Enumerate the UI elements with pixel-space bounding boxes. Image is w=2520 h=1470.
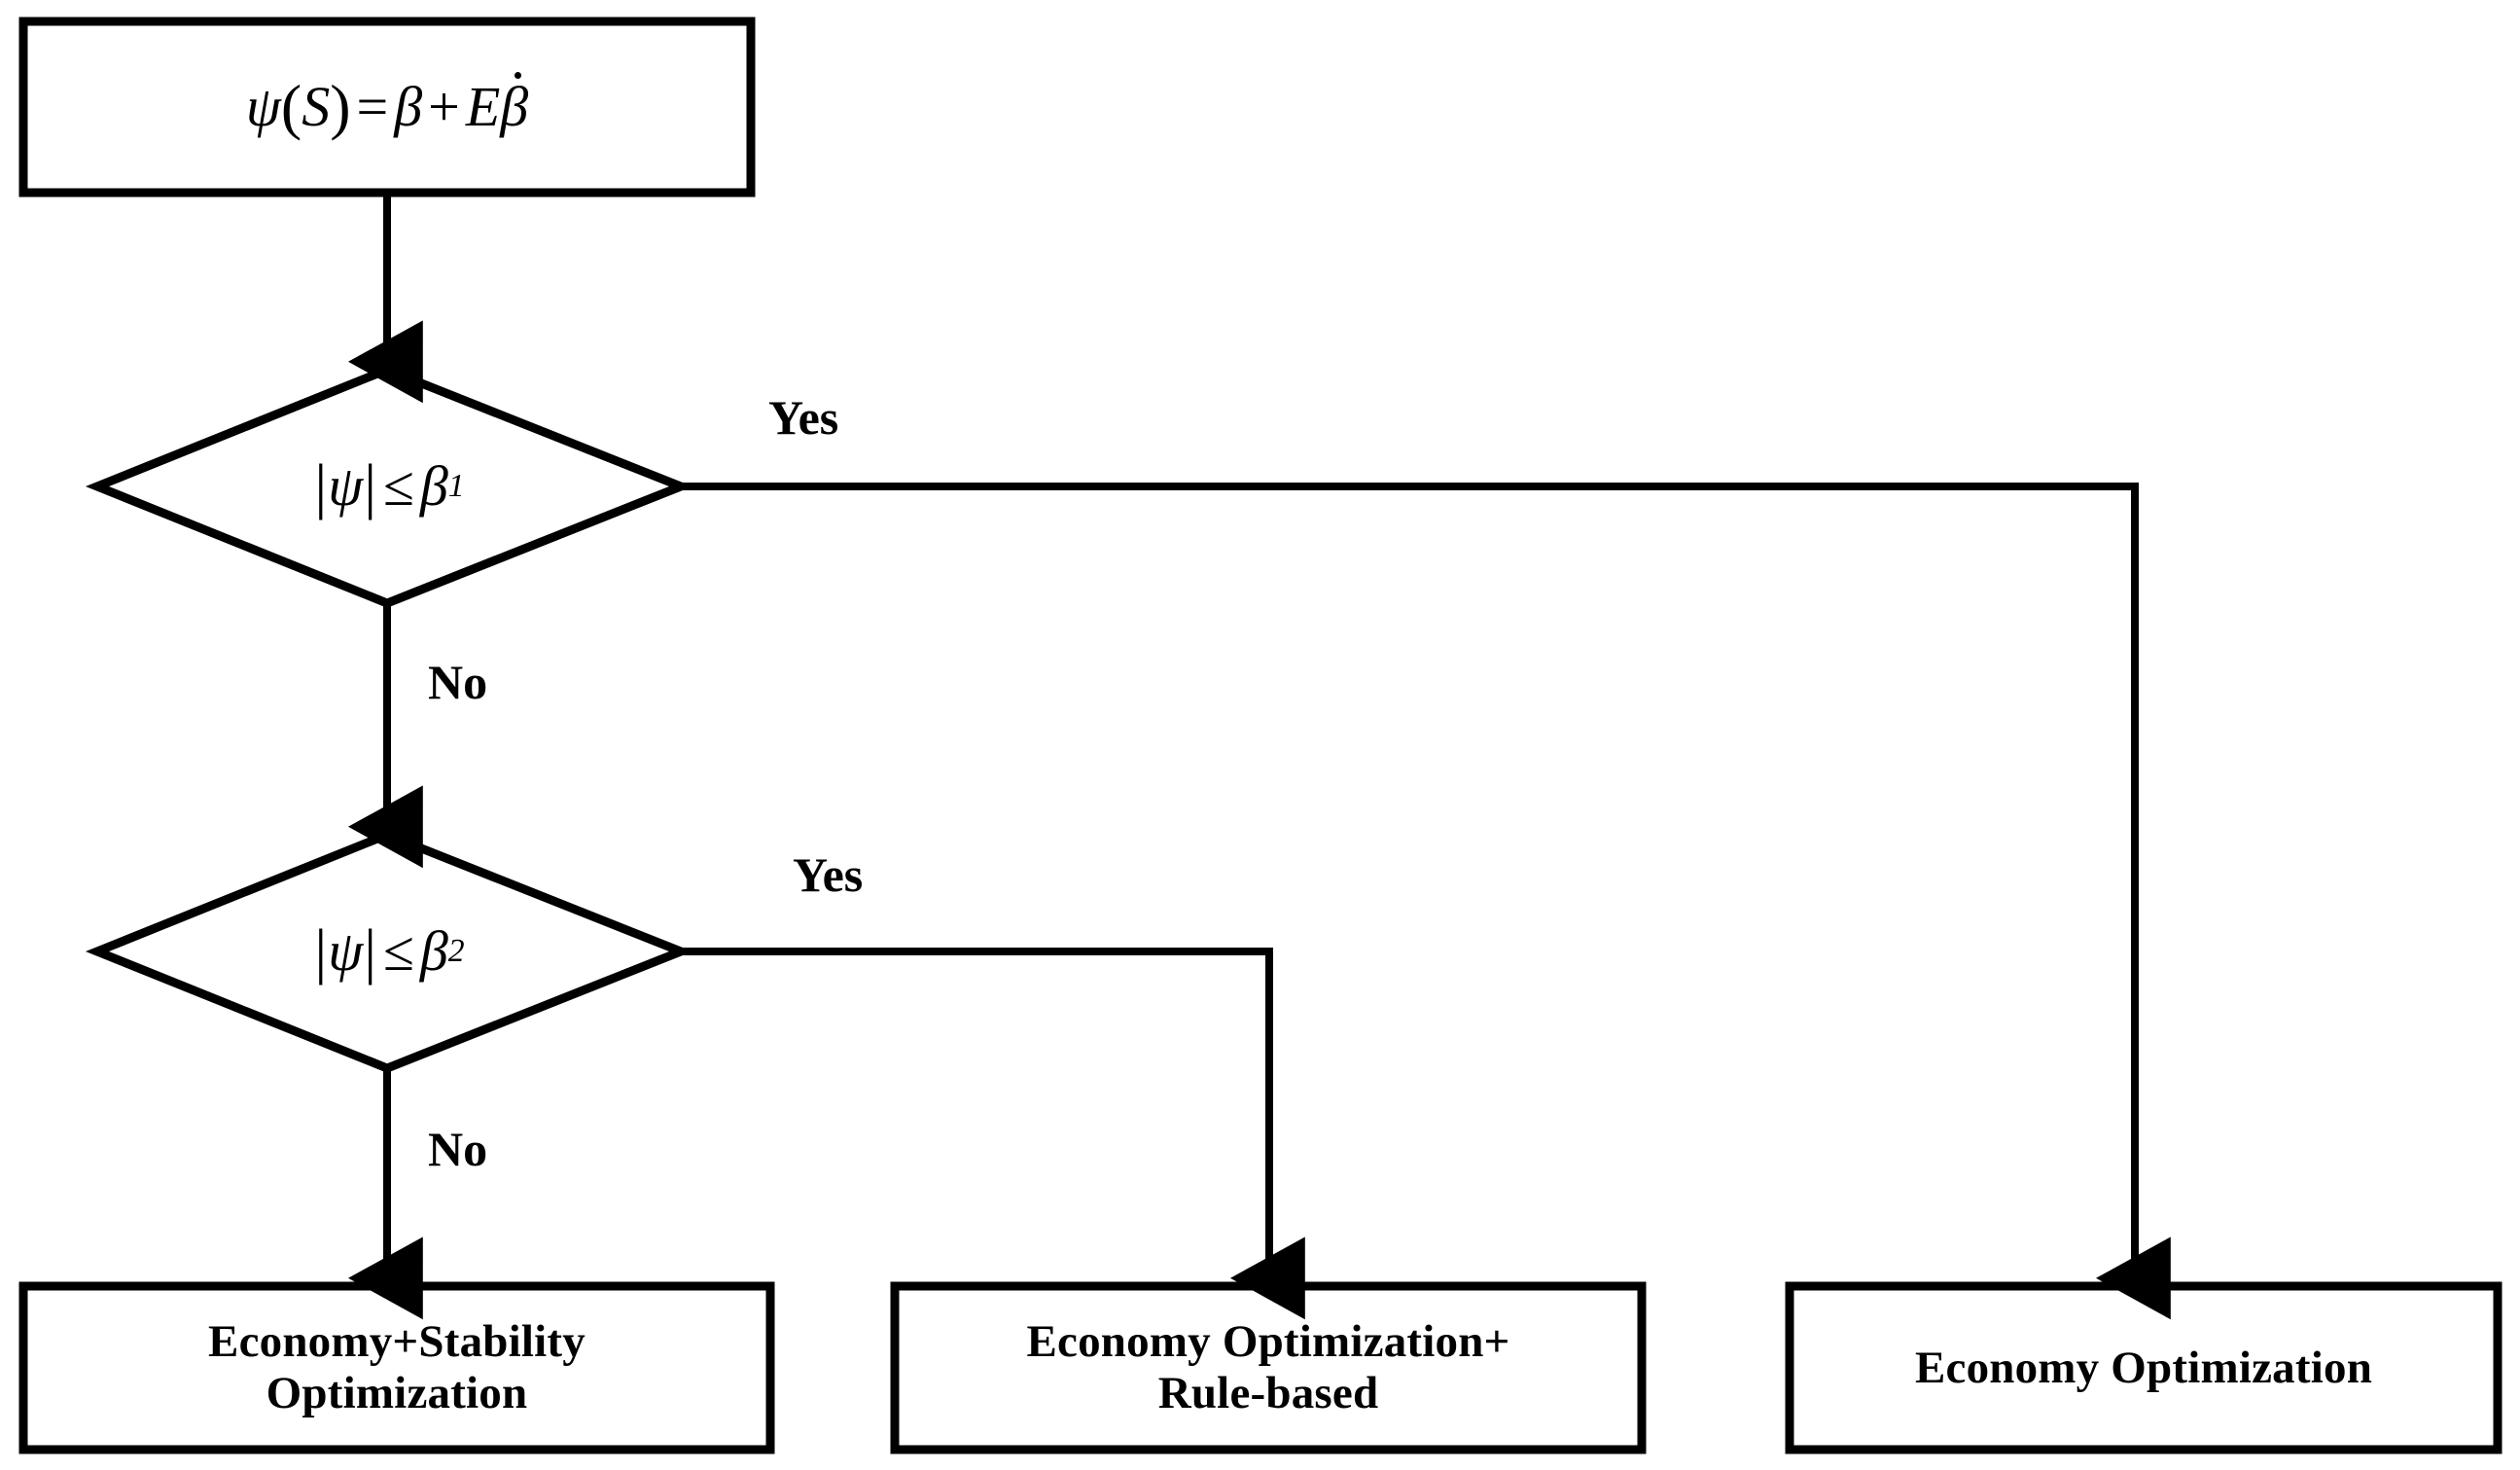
decision-1-diamond — [85, 365, 693, 608]
edge-decision2-yes-to-outcome-middle — [681, 948, 1305, 1320]
edge-label-yes-2: Yes — [793, 847, 864, 902]
outcome-right-box — [1785, 1281, 2502, 1454]
edge-label-no-1: No — [428, 655, 488, 709]
edge-label-no-2: No — [428, 1122, 488, 1176]
edge-decision1-yes-to-outcome-right — [681, 483, 2171, 1320]
outcome-middle-box — [890, 1281, 1647, 1454]
outcome-left-box — [18, 1281, 775, 1454]
input-formula-box — [18, 17, 756, 197]
edge-label-yes-1: Yes — [768, 390, 839, 445]
decision-2-diamond — [85, 830, 693, 1073]
